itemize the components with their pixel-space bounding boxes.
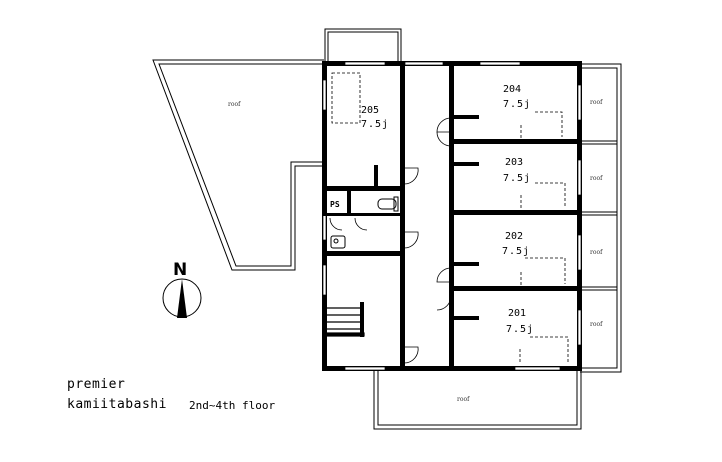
room-205-number: 205 xyxy=(361,105,380,116)
south-roof-outline xyxy=(373,368,582,430)
north-arrow-icon xyxy=(162,278,202,318)
building-name-line1: premier xyxy=(67,377,126,392)
building-name-line2: kamiitabashi xyxy=(67,397,167,412)
room-201-size: 7.5j xyxy=(506,324,535,335)
pipe-space-label: PS xyxy=(330,200,340,209)
doors xyxy=(329,117,452,364)
roof-label-south: roof xyxy=(457,396,470,403)
sink-icon xyxy=(330,235,346,249)
room-203-size: 7.5j xyxy=(503,173,532,184)
interior-walls xyxy=(322,61,582,371)
room-203-number: 203 xyxy=(505,157,524,168)
room-202-number: 202 xyxy=(505,231,524,242)
windows xyxy=(322,61,582,371)
room-205-size: 7.5j xyxy=(361,119,390,130)
roof-label-east-3: roof xyxy=(590,249,603,256)
stairs xyxy=(326,307,365,337)
roof-label-west: roof xyxy=(228,101,241,108)
west-roof-outline xyxy=(152,59,324,271)
toilet-icon xyxy=(377,196,399,212)
room-202-size: 7.5j xyxy=(502,246,531,257)
room-204-size: 7.5j xyxy=(503,99,532,110)
closets xyxy=(331,72,569,364)
east-roof-outline xyxy=(580,63,622,373)
roof-label-east-2: roof xyxy=(590,175,603,182)
floor-range: 2nd~4th floor xyxy=(189,399,276,412)
roof-label-east-4: roof xyxy=(590,321,603,328)
room-201-number: 201 xyxy=(508,308,527,319)
roof-label-east-1: roof xyxy=(590,99,603,106)
compass-north-label: N xyxy=(173,260,188,280)
north-balcony xyxy=(324,28,402,64)
room-204-number: 204 xyxy=(503,84,522,95)
